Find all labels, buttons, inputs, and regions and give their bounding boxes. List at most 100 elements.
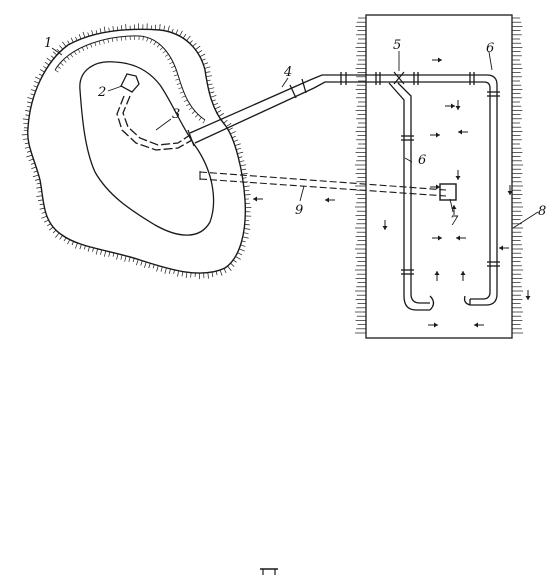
hatch-tick: [203, 62, 209, 65]
hatch-tick: [34, 178, 40, 181]
hatch-tick: [75, 36, 78, 41]
hatch-tick: [205, 75, 213, 78]
hatch-tick: [183, 99, 188, 103]
hatch-tick: [38, 73, 43, 77]
hatch-tick: [43, 219, 49, 223]
hatch-tick: [28, 158, 34, 162]
hatch-tick: [95, 30, 98, 35]
leader-lines: [51, 47, 539, 229]
hatch-tick: [39, 207, 45, 210]
hatch-tick: [23, 138, 29, 140]
hatch-tick: [205, 71, 211, 73]
hatch-tick: [188, 107, 193, 111]
pond-outline: [79, 61, 215, 236]
hatch-tick: [201, 58, 206, 61]
hatch-tick: [244, 189, 250, 192]
hatch-tick: [241, 168, 247, 171]
hatch-tick: [60, 62, 64, 66]
arrowhead: [253, 196, 257, 202]
hatch-tick: [43, 66, 47, 69]
hatch-tick: [230, 131, 236, 135]
hatch-tick: [241, 240, 246, 243]
hatch-tick: [36, 182, 41, 185]
hatch-tick: [176, 82, 181, 85]
callout-4: 4: [283, 65, 292, 80]
hatch-tick: [243, 185, 250, 187]
hatch-tick: [116, 37, 118, 42]
hatch-tick: [44, 61, 50, 66]
hatch-tick: [223, 268, 227, 274]
arrowhead: [455, 106, 461, 110]
hatch-tick: [92, 247, 94, 252]
hatch-tick: [108, 251, 111, 257]
hatch-tick: [74, 51, 77, 56]
hatch-tick: [112, 252, 115, 257]
hatch-tick: [242, 177, 247, 179]
hatch-tick: [230, 262, 235, 267]
hatch-tick: [22, 118, 29, 120]
hatch-tick: [223, 119, 228, 124]
hatch-tick: [202, 119, 206, 124]
hatch-tick: [95, 248, 98, 255]
hatch-tick: [32, 174, 39, 178]
hatch-tick: [56, 49, 60, 53]
hatch-tick: [87, 32, 90, 37]
hatch-tick: [26, 150, 31, 153]
arrowhead: [499, 245, 503, 251]
hatch-tick: [144, 261, 147, 268]
hatch-tick: [27, 101, 33, 104]
hatch-tick: [244, 224, 250, 226]
hatch-tick: [195, 114, 199, 118]
hatch-tick: [207, 272, 209, 279]
hatch-tick: [243, 232, 249, 234]
hatch-tick: [83, 245, 86, 250]
hatch-tick: [175, 29, 179, 35]
hatch-tick: [41, 215, 48, 219]
hatch-tick: [191, 110, 196, 114]
hatch-tick: [211, 272, 214, 278]
hatch-tick: [34, 80, 39, 84]
hatch-tick: [237, 151, 244, 155]
hatch-tick: [156, 44, 160, 48]
hatch-tick: [171, 28, 174, 33]
hatch-tick: [179, 91, 184, 94]
hatch-tick: [199, 53, 206, 58]
arrowhead: [525, 296, 531, 300]
flow-arrows: [253, 57, 531, 328]
arrowhead: [434, 322, 438, 328]
distribution-pipeline: [375, 72, 500, 311]
hatch-tick: [173, 269, 175, 274]
callout-7: 7: [450, 214, 459, 229]
hatch-tick: [177, 270, 179, 277]
hatch-tick: [25, 114, 30, 116]
arrowhead: [455, 176, 461, 180]
hatch-tick: [67, 239, 71, 245]
hatch-tick: [232, 259, 237, 263]
hatch-tick: [195, 45, 201, 50]
hatch-tick: [150, 39, 153, 44]
callout-9: 9: [295, 203, 303, 218]
arrowhead: [451, 103, 455, 109]
hatch-tick: [30, 89, 36, 92]
hatch-tick: [218, 113, 225, 117]
inner-slope-guide: [55, 36, 205, 120]
hatch-tick: [30, 162, 35, 165]
callout-1: 1: [44, 36, 52, 51]
hatch-tick: [108, 27, 110, 32]
hatch-tick: [33, 85, 38, 88]
hatch-tick: [146, 37, 149, 42]
floating-pipeline: [116, 95, 193, 151]
hatch-tick: [30, 93, 35, 96]
hatch-tick: [182, 33, 187, 39]
fill-area-hatching: [355, 17, 523, 334]
hatch-tick: [132, 258, 135, 263]
hatch-tick: [241, 172, 248, 175]
hatch-tick: [47, 223, 51, 227]
pump-station: [120, 73, 140, 93]
hatch-tick: [59, 235, 63, 240]
hatch-tick: [148, 263, 151, 269]
hatch-tick: [31, 166, 37, 169]
hatch-tick: [207, 83, 213, 86]
hatch-tick: [111, 37, 114, 42]
